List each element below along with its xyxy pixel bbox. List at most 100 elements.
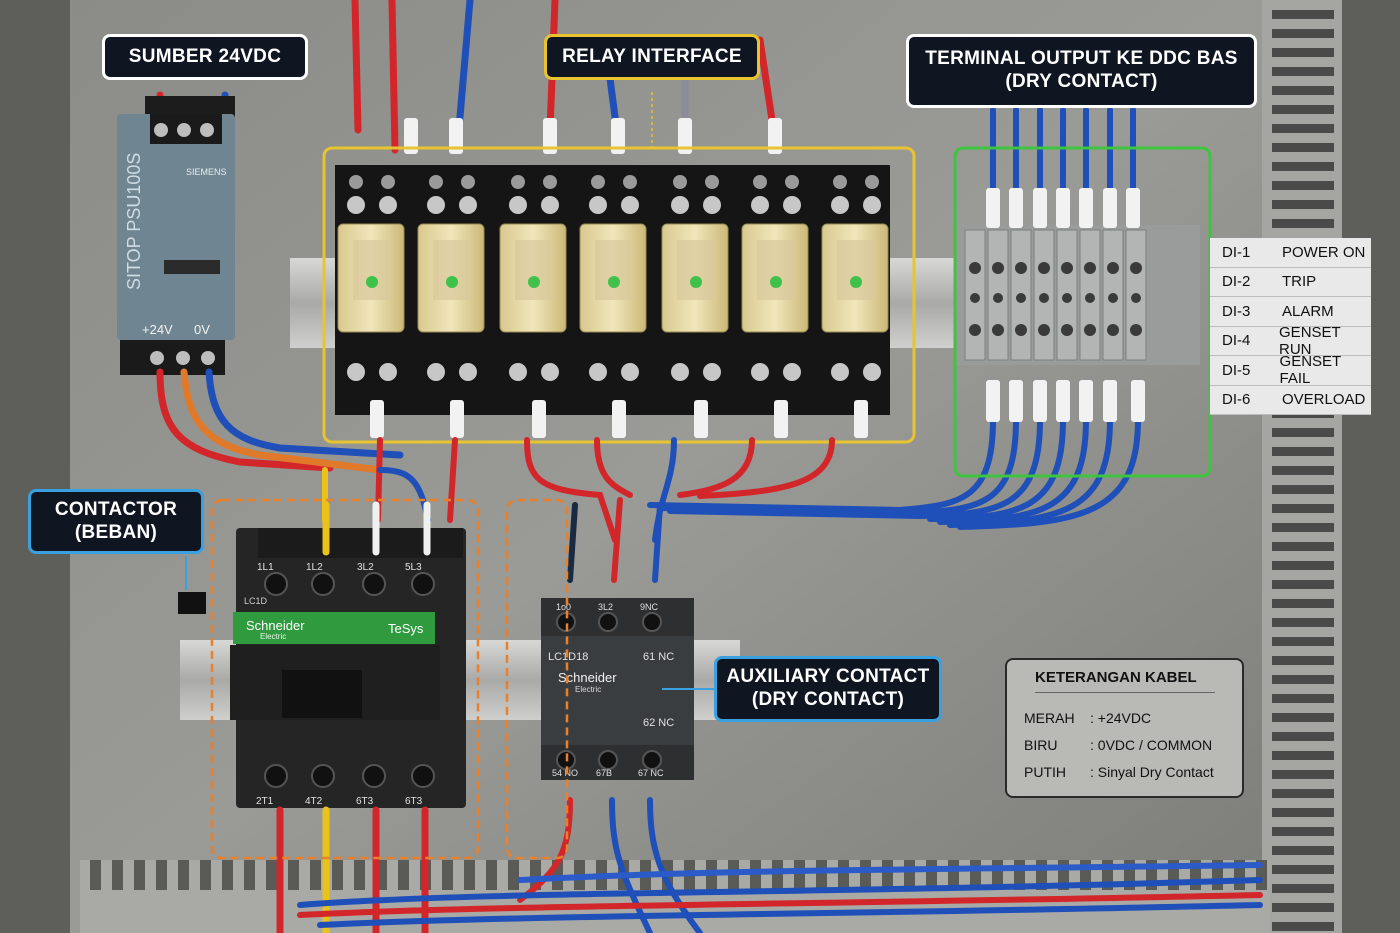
relay-coil [837, 240, 873, 300]
wire-marker [774, 400, 788, 438]
relay-screw [785, 175, 799, 189]
relay-led [690, 276, 702, 288]
terminal-screw [1038, 262, 1050, 274]
aux-brand: Schneider [558, 670, 617, 685]
contactor-screw [264, 764, 288, 788]
di-name: ALARM [1282, 302, 1334, 320]
terminal-screw [1085, 293, 1095, 303]
duct-slot [1080, 860, 1091, 890]
aux-terminal-label: 9NC [640, 602, 659, 612]
duct-slot [354, 860, 365, 890]
duct-slot [1272, 580, 1334, 589]
relay-screw [703, 196, 721, 214]
relay-coil [353, 240, 389, 300]
relay-coil [677, 240, 713, 300]
duct-slot [1272, 637, 1334, 646]
aux-no-label: 61 NC [643, 651, 674, 663]
relay-screw [671, 196, 689, 214]
duct-slot [794, 860, 805, 890]
relay-screw [753, 175, 767, 189]
duct-slot [1272, 10, 1334, 19]
aux-screw [642, 750, 662, 770]
duct-slot [376, 860, 387, 890]
legend-row: MERAH: +24VDC [1024, 710, 1151, 726]
di-name: GENSET RUN [1279, 323, 1341, 358]
aux-terminals [556, 612, 662, 770]
callout-psu-text: SUMBER 24VDC [128, 45, 282, 67]
relay-screw [673, 175, 687, 189]
duct-slot [1272, 808, 1334, 817]
di-name: POWER ON [1282, 243, 1366, 261]
terminal-wire-markers [986, 188, 1145, 422]
relay-screw [863, 363, 881, 381]
terminal-screw [1061, 262, 1073, 274]
duct-slot [1272, 865, 1334, 874]
wire-marker [694, 400, 708, 438]
legend-key: BIRU [1024, 737, 1058, 753]
terminal-screw [992, 324, 1004, 336]
relay-screw [783, 196, 801, 214]
duct-slot [1272, 884, 1334, 893]
di-code: DI-6 [1222, 391, 1251, 409]
terminal-screw [1038, 324, 1050, 336]
contactor-screw [311, 572, 335, 596]
relay-screw [379, 196, 397, 214]
duct-slot [1272, 789, 1334, 798]
duct-slot [244, 860, 255, 890]
duct-slot [1272, 181, 1334, 190]
callout-terminal-line2: (DRY CONTACT) [1005, 71, 1158, 92]
terminal-screw [1130, 262, 1142, 274]
duct-slot [1272, 732, 1334, 741]
relay-screw [783, 363, 801, 381]
aux-terminal-label: 67 NC [638, 768, 664, 778]
terminal-screw [969, 262, 981, 274]
duct-slot [200, 860, 211, 890]
relay-screw [427, 363, 445, 381]
duct-slot [838, 860, 849, 890]
aux-highlight-box [505, 498, 569, 860]
relay-coil [515, 240, 551, 300]
legend-key: PUTIH [1024, 764, 1066, 780]
duct-slot [1124, 860, 1135, 890]
duct-slot [1272, 903, 1334, 912]
relay-screw [833, 175, 847, 189]
callout-contactor-line1: CONTACTOR [54, 498, 178, 520]
di-code: DI-1 [1222, 243, 1251, 261]
main-contactor [178, 528, 466, 808]
contactor-terminal-label: 2T1 [256, 796, 274, 807]
duct-slot [442, 860, 453, 890]
callout-psu: SUMBER 24VDC [102, 34, 308, 80]
psu-wires [156, 368, 404, 474]
duct-slot [772, 860, 783, 890]
duct-wires [297, 862, 1263, 928]
relay-screw [459, 363, 477, 381]
relay-screw [671, 363, 689, 381]
duct-slot [486, 860, 497, 890]
relay-led [528, 276, 540, 288]
aux-screw [642, 612, 662, 632]
duct-slot [1272, 751, 1334, 760]
duct-slot [926, 860, 937, 890]
legend-value: : Sinyal Dry Contact [1090, 764, 1214, 780]
di-code: DI-5 [1222, 361, 1251, 379]
terminal-screw [1015, 324, 1027, 336]
duct-slot [332, 860, 343, 890]
psu-module [117, 96, 235, 375]
duct-slot [1272, 922, 1334, 931]
contactor-terminal-label: 5L3 [405, 562, 422, 573]
contactor-screw [264, 572, 288, 596]
relay-led [446, 276, 458, 288]
di-name: GENSET FAIL [1279, 353, 1341, 388]
aux-screw [598, 612, 618, 632]
duct-slot [1272, 713, 1334, 722]
contactor-brand-sub: Electric [260, 632, 286, 641]
duct-slot [1272, 219, 1334, 228]
duct-slot [1272, 485, 1334, 494]
duct-slot [222, 860, 233, 890]
terminal-wires [647, 107, 1141, 530]
contactor-terminal-label: 1L2 [306, 562, 323, 573]
relay-screw [509, 196, 527, 214]
